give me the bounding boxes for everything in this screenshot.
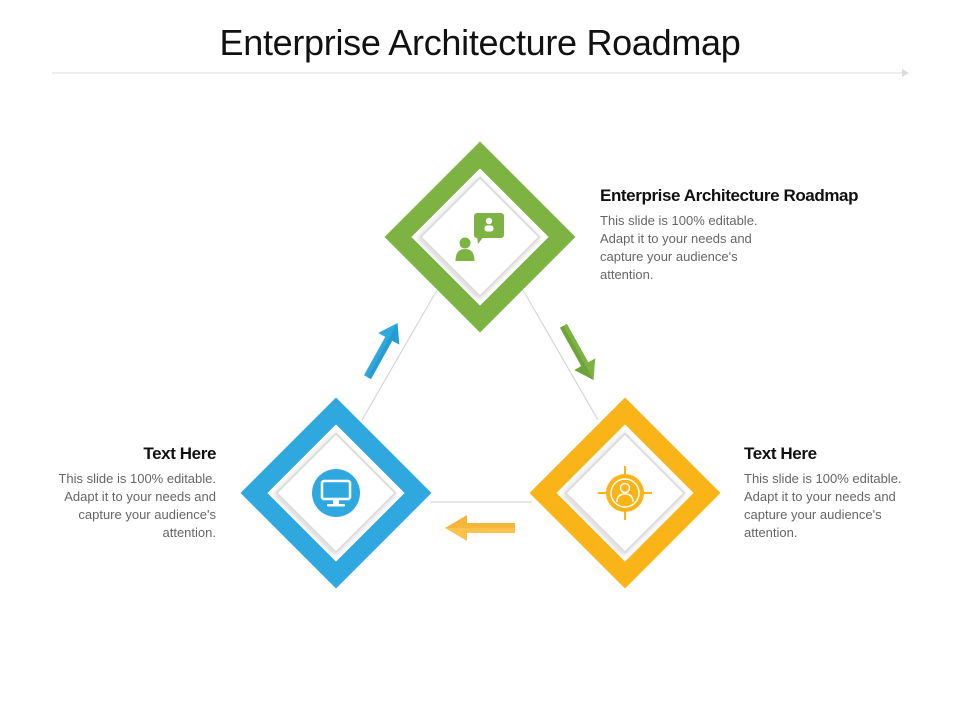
text-block-top: Enterprise Architecture Roadmap This sli… xyxy=(600,186,920,284)
text-block-right: Text Here This slide is 100% editable. A… xyxy=(744,444,920,542)
node-description: This slide is 100% editable. Adapt it to… xyxy=(600,213,758,282)
monitor-icon xyxy=(312,469,360,517)
target-person-icon xyxy=(598,466,652,520)
node-heading: Enterprise Architecture Roadmap xyxy=(600,186,859,205)
arrow-top-to-right xyxy=(559,323,596,380)
node-heading: Text Here xyxy=(143,444,216,463)
node-description: This slide is 100% editable. Adapt it to… xyxy=(744,471,902,540)
node-heading: Text Here xyxy=(744,444,817,463)
slide-title: Enterprise Architecture Roadmap xyxy=(219,22,741,63)
node-description: This slide is 100% editable. Adapt it to… xyxy=(58,471,216,540)
arrow-left-to-top xyxy=(363,323,400,380)
connector-lines xyxy=(361,289,599,503)
text-block-left: Text Here This slide is 100% editable. A… xyxy=(40,444,216,542)
user-chat-icon xyxy=(455,213,504,261)
arrow-right-to-left xyxy=(445,515,515,541)
header-divider xyxy=(52,69,909,77)
